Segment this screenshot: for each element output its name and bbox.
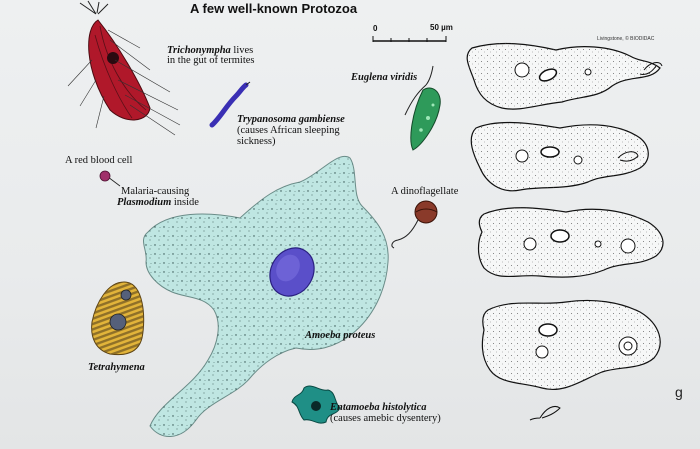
amoeba-proteus-label: Amoeba proteus: [305, 330, 376, 341]
rbc-illustration: [99, 170, 121, 187]
scale-label: 50 µm: [430, 23, 453, 32]
trichonympha-name: Trichonympha: [167, 45, 231, 56]
dinoflagellate-illustration: [391, 200, 438, 249]
trypanosoma-name: Trypanosoma gambiense: [237, 114, 345, 125]
amoeba-sketch-4: [481, 299, 661, 421]
trichonympha-label: Trichonympha lives: [167, 45, 253, 56]
amoeba-sketch-2: [470, 121, 649, 192]
credit-label: Livingstone, © BIODIDAC: [597, 36, 655, 42]
plasmodium-inside: inside: [173, 197, 199, 208]
scale-bar: [372, 36, 447, 42]
scale-zero-label: 0: [373, 24, 378, 33]
amoeba-sketch-1: [466, 42, 663, 110]
page-number: g: [675, 384, 683, 400]
plasmodium-line2: Plasmodium inside: [117, 197, 199, 208]
entamoeba-note: (causes amebic dysentery): [330, 413, 441, 424]
euglena-name: Euglena viridis: [351, 72, 418, 83]
amoeba-proteus-illustration: [143, 155, 389, 438]
trypanosoma-note2: sickness): [237, 136, 276, 147]
tetrahymena-illustration: [91, 281, 145, 356]
trypanosoma-illustration: [209, 81, 251, 128]
rbc-label: A red blood cell: [65, 155, 133, 166]
dinoflagellate-label: A dinoflagellate: [391, 186, 459, 197]
tetrahymena-label: Tetrahymena: [88, 362, 145, 373]
trypanosoma-note: (causes African sleeping: [237, 125, 340, 136]
entamoeba-illustration: [291, 385, 341, 424]
trichonympha-illustration: [67, 0, 181, 136]
trichonympha-note: lives: [233, 45, 254, 56]
plasmodium-line1: Malaria-causing: [121, 186, 190, 197]
entamoeba-name: Entamoeba histolytica: [330, 402, 427, 413]
euglena-illustration: [404, 65, 441, 151]
trichonympha-note2: in the gut of termites: [167, 55, 255, 66]
diagram-title: A few well-known Protozoa: [190, 1, 358, 16]
plasmodium-name: Plasmodium: [117, 197, 172, 208]
amoeba-sketch-3: [477, 207, 664, 278]
